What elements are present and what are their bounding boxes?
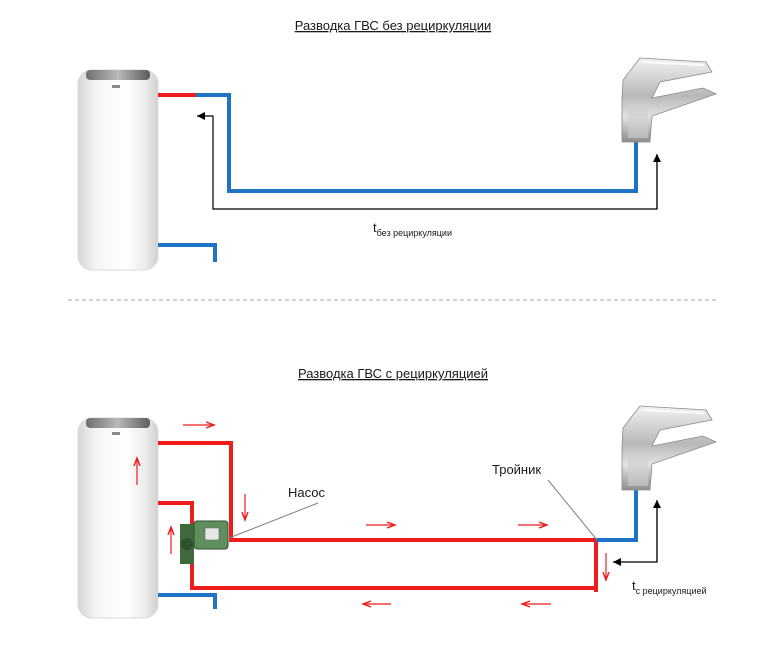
- diagram-top: Разводка ГВС без рециркуляции tбез рецир…: [77, 18, 718, 271]
- diagram-bottom: Разводка ГВС с рециркуляцией: [77, 366, 718, 619]
- time-label-bottom: tс рециркуляцией: [632, 578, 707, 596]
- time-label-top: tбез рециркуляции: [373, 220, 452, 238]
- wait-time-arrow: [197, 112, 658, 210]
- diagram-top-title: Разводка ГВС без рециркуляции: [295, 18, 492, 33]
- pump-callout-line: [228, 502, 319, 539]
- faucet-icon: [621, 57, 718, 143]
- cold-inlet-pipe: [158, 243, 217, 262]
- pump-label: Насос: [288, 485, 325, 500]
- cold-inlet-pipe: [158, 593, 217, 609]
- diagram-bottom-title: Разводка ГВС с рециркуляцией: [298, 366, 488, 381]
- tee-callout-line: [547, 479, 598, 541]
- hot-supply-pipe: [158, 441, 598, 592]
- circulation-pump-icon: [180, 520, 229, 564]
- water-heater-icon: [77, 417, 159, 619]
- faucet-icon: [621, 405, 718, 491]
- flow-arrows: [137, 425, 606, 604]
- faucet-branch-pipe: [596, 486, 638, 542]
- water-heater-icon: [77, 69, 159, 271]
- hot-supply-pipe: [196, 93, 638, 193]
- tee-label: Тройник: [492, 462, 541, 477]
